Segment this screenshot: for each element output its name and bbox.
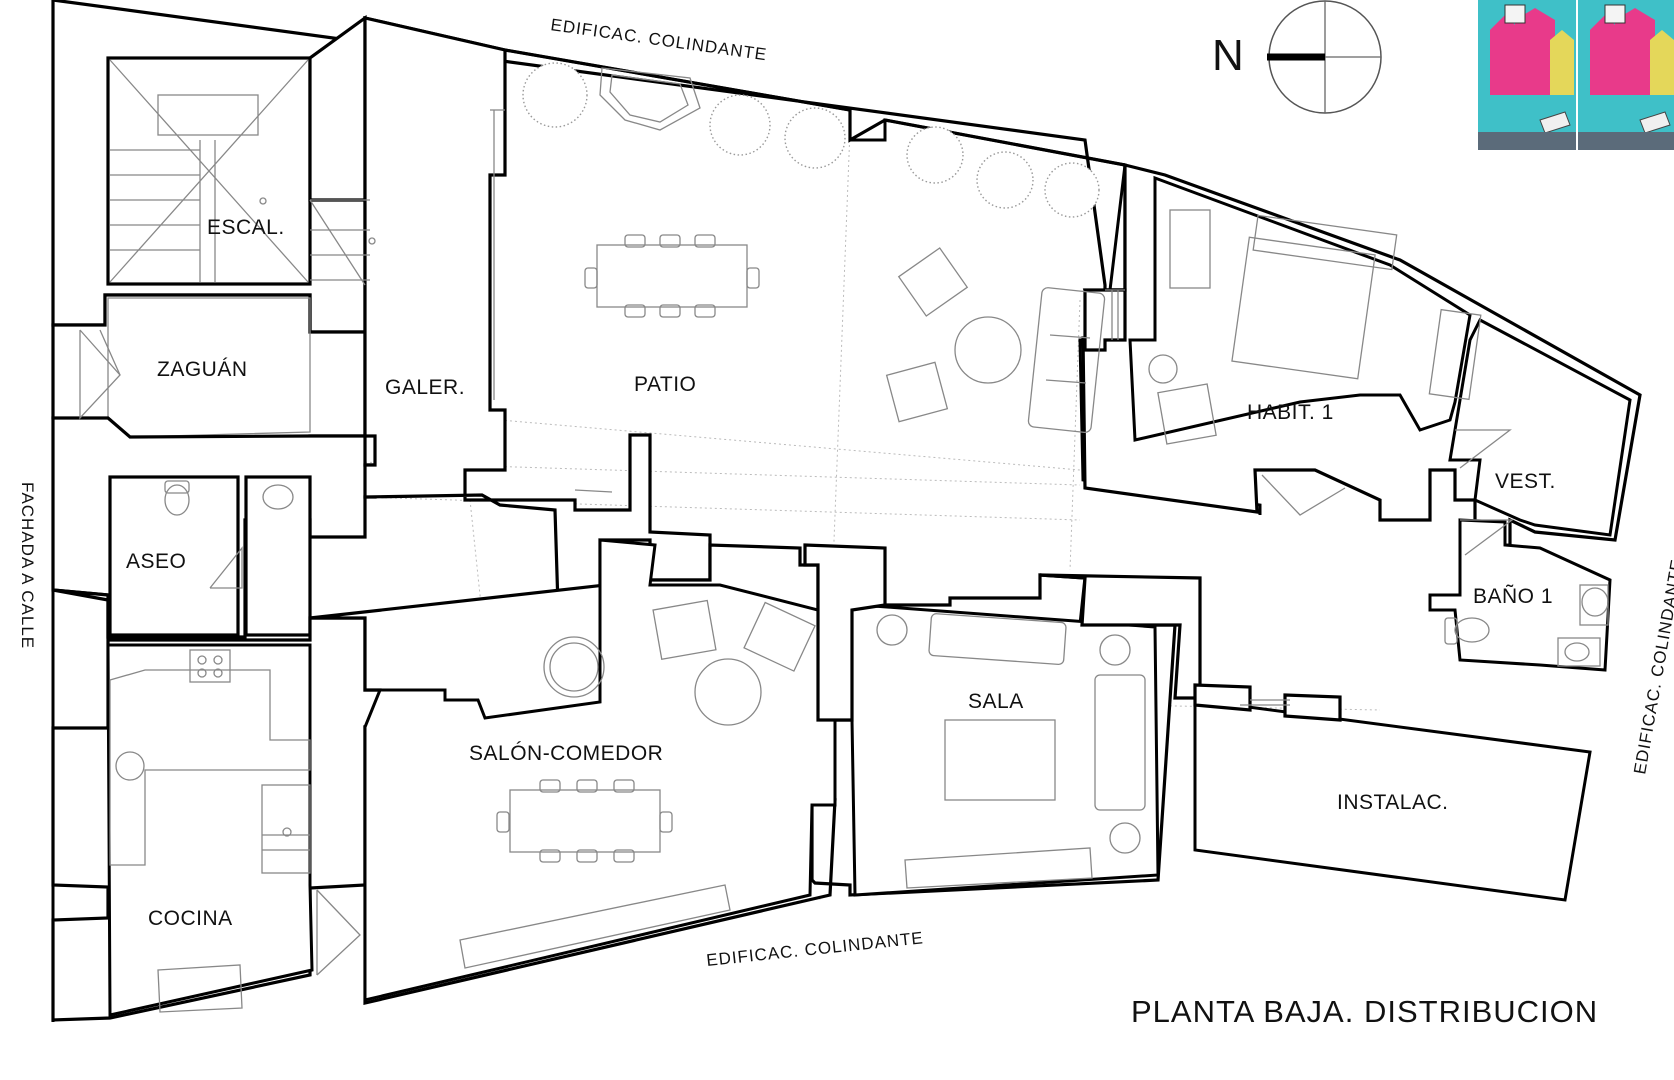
colorful-houses-toy-icon [1478, 0, 1674, 150]
room-label-patio: PATIO [634, 373, 696, 396]
walls [51, 0, 1642, 1022]
room-label-habit1: HABIT. 1 [1247, 401, 1334, 424]
room-label-bano1: BAÑO 1 [1473, 584, 1553, 608]
room-labels: ESCAL. ZAGUÁN GALER. PATIO ASEO COCINA S… [126, 216, 1556, 930]
room-label-cocina: COCINA [148, 907, 233, 930]
room-label-sala: SALA [968, 690, 1024, 713]
room-label-zaguan: ZAGUÁN [157, 358, 248, 381]
room-label-vest: VEST. [1495, 470, 1556, 493]
doors [79, 109, 1514, 976]
room-label-aseo: ASEO [126, 550, 186, 573]
room-label-galer: GALER. [385, 376, 465, 399]
street-label: FACHADA A CALLE [18, 482, 37, 649]
neighbor-label-bottom: EDIFICAC. COLINDANTE [705, 928, 924, 970]
plan-title: PLANTA BAJA. DISTRIBUCION [1131, 994, 1598, 1029]
staircase [109, 59, 376, 286]
room-label-instalac: INSTALAC. [1337, 791, 1448, 814]
compass-north-label: N [1212, 31, 1244, 80]
north-compass: N [1212, 0, 1382, 114]
neighbor-label-right: EDIFICAC. COLINDANTE [1630, 557, 1674, 775]
room-label-escal: ESCAL. [207, 216, 285, 239]
room-label-salon-comedor: SALÓN-COMEDOR [469, 742, 663, 765]
furniture [109, 62, 1609, 1013]
neighbor-label-top: EDIFICAC. COLINDANTE [549, 15, 768, 64]
